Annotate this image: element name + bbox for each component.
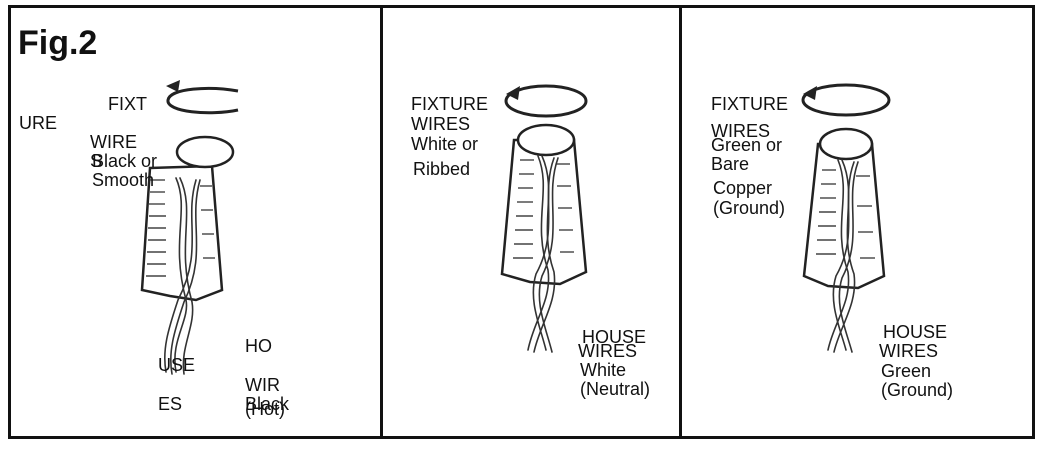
- house-wire-color-line1: Black: [245, 394, 290, 414]
- house-label: HOUSE: [883, 322, 948, 342]
- figure-frame: [8, 5, 1035, 439]
- fixture-label-part1: FIXT: [108, 94, 147, 114]
- fixture-label: FIXTURE: [711, 94, 789, 114]
- fixture-wire-color-line1: Black or: [92, 151, 158, 171]
- house-label-part1: HO: [245, 336, 272, 356]
- house-wire-color-line1: Green: [881, 361, 932, 381]
- house-label-part2: USE: [158, 355, 196, 375]
- panel-divider-2: [679, 5, 682, 439]
- fixture-wire-color-line4: (Ground): [713, 198, 786, 218]
- house-label: HOUSE: [582, 327, 647, 347]
- house-wires-label: WIRES: [578, 341, 638, 361]
- fixture-wires-label: WIRES: [711, 121, 771, 141]
- house-wire-color-line2: (Hot): [245, 399, 285, 419]
- house-wires-label-part1: WIR: [245, 375, 280, 395]
- fixture-wires-label-part1: WIRE: [90, 132, 137, 152]
- house-wire-color-line1: White: [580, 360, 627, 380]
- fixture-wire-color-line1: Green or: [711, 135, 783, 155]
- fixture-label: FIXTURE: [411, 94, 489, 114]
- panel-divider-1: [380, 5, 383, 439]
- fixture-wire-color-line2: Bare: [711, 154, 750, 174]
- fixture-label-part2: URE: [19, 113, 58, 133]
- fixture-wire-color-line1: White or: [411, 134, 479, 154]
- house-wires-label: WIRES: [879, 341, 939, 361]
- house-wire-color-line2: (Neutral): [580, 379, 651, 399]
- fixture-wires-label: WIRES: [411, 114, 471, 134]
- figure-title: Fig.2: [18, 24, 98, 62]
- fixture-wire-color-line3: Copper: [713, 178, 773, 198]
- fixture-wire-color-line2: Smooth: [92, 170, 155, 190]
- house-wire-color-line2: (Ground): [881, 380, 954, 400]
- fixture-wires-label-part2: S: [90, 151, 103, 171]
- house-wires-label-part2: ES: [158, 394, 183, 414]
- fixture-wire-color-line2: Ribbed: [413, 159, 471, 179]
